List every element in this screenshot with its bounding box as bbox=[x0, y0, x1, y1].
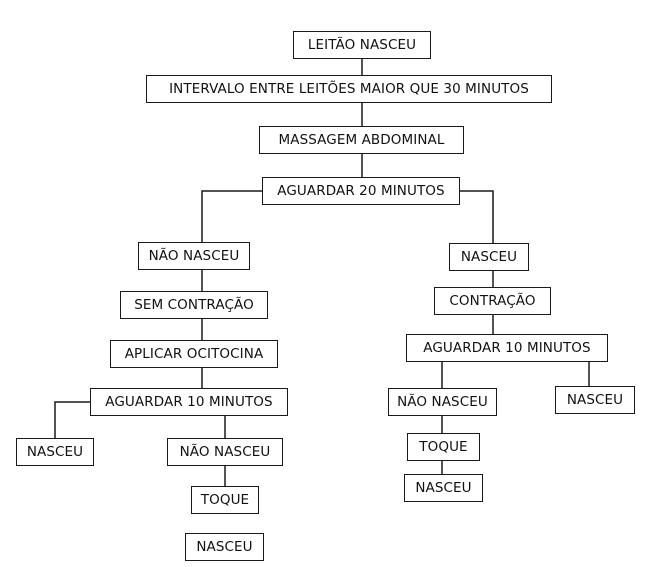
node-nao-nasceu-right: NÃO NASCEU bbox=[388, 388, 497, 416]
node-aguardar-10-minutos-left: AGUARDAR 10 MINUTOS bbox=[90, 388, 288, 416]
node-nao-nasceu-left-2: NÃO NASCEU bbox=[167, 438, 283, 466]
connector-line bbox=[460, 190, 494, 243]
node-nasceu-right: NASCEU bbox=[449, 243, 529, 271]
node-massagem-abdominal: MASSAGEM ABDOMINAL bbox=[259, 126, 464, 154]
node-aguardar-10-minutos-right: AGUARDAR 10 MINUTOS bbox=[406, 334, 608, 362]
node-toque-left: TOQUE bbox=[191, 486, 259, 514]
node-nasceu-bottom-left: NASCEU bbox=[185, 533, 264, 561]
connector-line bbox=[201, 190, 262, 242]
node-aguardar-20-minutos: AGUARDAR 20 MINUTOS bbox=[262, 177, 460, 205]
node-intervalo-entre-leitoes: INTERVALO ENTRE LEITÕES MAIOR QUE 30 MIN… bbox=[146, 75, 552, 103]
node-nasceu-far-left: NASCEU bbox=[16, 438, 94, 466]
node-leitao-nasceu: LEITÃO NASCEU bbox=[293, 31, 431, 59]
node-aplicar-ocitocina: APLICAR OCITOCINA bbox=[110, 340, 278, 368]
node-sem-contracao: SEM CONTRAÇÃO bbox=[120, 291, 268, 319]
node-contracao: CONTRAÇÃO bbox=[434, 287, 551, 315]
node-nasceu-far-right: NASCEU bbox=[555, 386, 635, 414]
node-nao-nasceu-left: NÃO NASCEU bbox=[138, 242, 250, 270]
node-nasceu-bottom-right: NASCEU bbox=[404, 474, 483, 502]
node-toque-right: TOQUE bbox=[407, 433, 480, 461]
connector-line bbox=[54, 401, 90, 438]
